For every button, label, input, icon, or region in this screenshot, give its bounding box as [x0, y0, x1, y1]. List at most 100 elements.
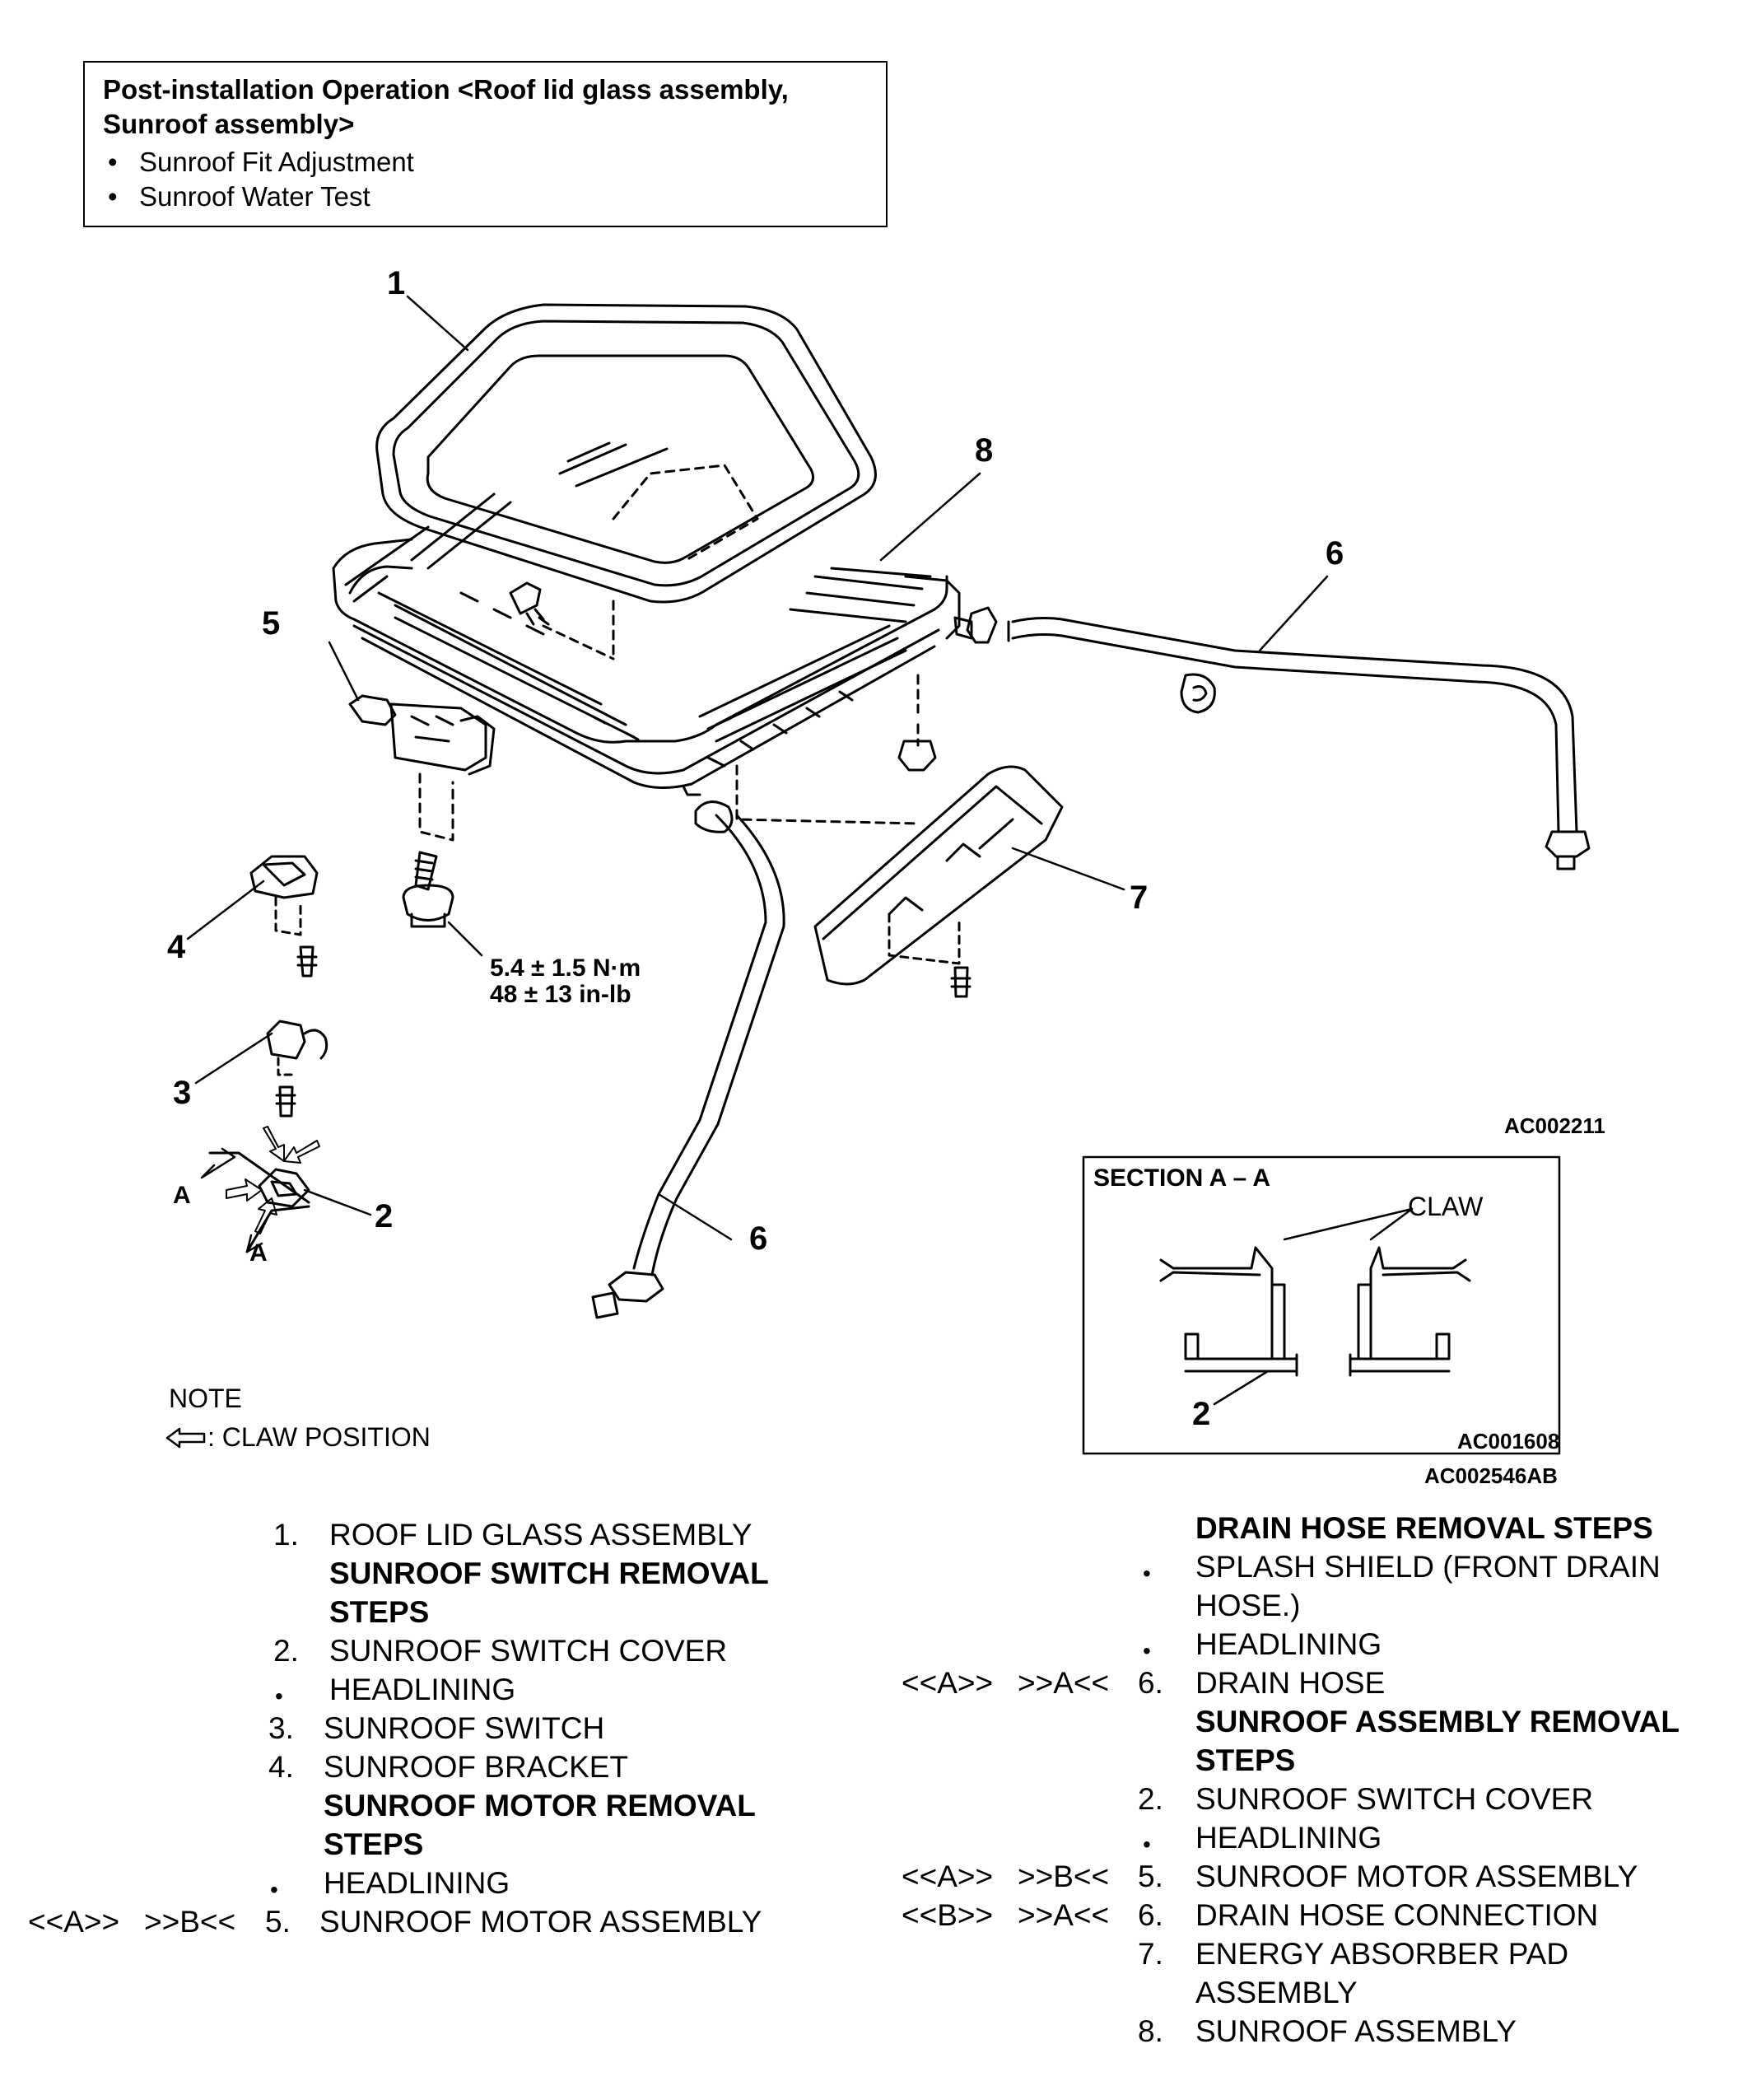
torque-metric: 5.4 ± 1.5 N·m [490, 954, 641, 982]
step-label: ENERGY ABSORBER PAD [1195, 1937, 1569, 1971]
step-row: • HEADLINING [873, 1625, 1737, 1664]
step-number: 3. [268, 1711, 294, 1745]
step-label: SUNROOF MOTOR ASSEMBLY [319, 1905, 762, 1939]
callout-6-rear: 6 [1326, 535, 1344, 572]
post-installation-item: Sunroof Water Test [108, 180, 868, 214]
switch-cover-leader [303, 1188, 372, 1216]
step-row: <<A>> >>B<< 5. SUNROOF MOTOR ASSEMBLY [873, 1857, 1737, 1896]
switch-leader [194, 1032, 273, 1085]
rear-drain-hose [1007, 617, 1591, 870]
section-a-a-inset [1082, 1155, 1561, 1455]
step-label: HEADLINING [1195, 1821, 1382, 1855]
step-row: 7. ENERGY ABSORBER PAD [873, 1934, 1737, 1973]
post-installation-title-2: Sunroof assembly> [103, 109, 355, 139]
note-text: : CLAW POSITION [207, 1422, 431, 1452]
step-heading: SUNROOF MOTOR REMOVAL [0, 1786, 856, 1825]
step-number: 5. [1138, 1860, 1163, 1893]
sunroof-switch [266, 1020, 328, 1118]
post-installation-item: Sunroof Fit Adjustment [108, 145, 868, 180]
sunroof-motor-assembly [348, 694, 496, 928]
callout-6-front: 6 [749, 1220, 768, 1257]
section-callout-2: 2 [1192, 1396, 1211, 1432]
step-number: 6. [1138, 1666, 1163, 1700]
step-row: 4. SUNROOF BRACKET [0, 1748, 856, 1786]
step-heading-text: DRAIN HOSE REMOVAL STEPS [1195, 1511, 1653, 1545]
step-number: 5. [265, 1905, 291, 1939]
bracket-leader [186, 880, 265, 940]
step-row: • HEADLINING [0, 1670, 856, 1709]
torque-spec: 5.4 ± 1.5 N·m 48 ± 13 in-lb [490, 955, 641, 1008]
step-code: >>A<< [1018, 1666, 1110, 1700]
step-heading-text: SUNROOF ASSEMBLY REMOVAL [1195, 1705, 1680, 1738]
callout-8: 8 [975, 432, 994, 469]
step-label: HEADLINING [1195, 1627, 1382, 1661]
post-installation-title-1: Post-installation Operation <Roof lid gl… [103, 74, 789, 105]
step-label: HEADLINING [324, 1866, 510, 1900]
step-heading: DRAIN HOSE REMOVAL STEPS [873, 1509, 1737, 1547]
callout-3: 3 [173, 1075, 192, 1111]
step-number: 1. [273, 1518, 299, 1552]
claw-label: CLAW [1408, 1192, 1484, 1221]
step-code: <<A>> [28, 1905, 120, 1939]
guide-lines [735, 674, 920, 825]
section-marker-a-bottom: A [249, 1239, 268, 1267]
section-title: SECTION A – A [1093, 1164, 1271, 1192]
callout-1: 1 [387, 265, 406, 301]
step-row: 2. SUNROOF SWITCH COVER [873, 1780, 1737, 1818]
front-drain-hose [591, 800, 785, 1319]
right-steps-list: DRAIN HOSE REMOVAL STEPS • SPLASH SHIELD… [873, 1509, 1737, 2051]
figure-code-bottom: AC002546AB [1424, 1463, 1558, 1488]
step-heading: STEPS [0, 1825, 856, 1864]
step-bullet: • [1143, 1638, 1151, 1664]
step-row: 3. SUNROOF SWITCH [0, 1709, 856, 1748]
step-row: 2. SUNROOF SWITCH COVER [0, 1631, 856, 1670]
step-row: <<A>> >>B<< 5. SUNROOF MOTOR ASSEMBLY [0, 1902, 856, 1941]
step-bullet: • [275, 1683, 283, 1709]
frame-leader [879, 472, 981, 562]
post-installation-list: Sunroof Fit Adjustment Sunroof Water Tes… [103, 145, 868, 214]
step-label: SUNROOF ASSEMBLY [1195, 2014, 1517, 2048]
step-code: >>A<< [1018, 1898, 1110, 1932]
step-label: SPLASH SHIELD (FRONT DRAIN [1195, 1550, 1661, 1584]
step-heading: STEPS [0, 1593, 856, 1631]
note-title: NOTE [169, 1384, 242, 1413]
step-number: 2. [1138, 1782, 1163, 1816]
rear-hose-leader [1258, 575, 1329, 652]
step-label: SUNROOF SWITCH [324, 1711, 605, 1745]
claw-position-legend-arrow [165, 1427, 206, 1449]
step-heading-text: STEPS [1195, 1743, 1296, 1777]
step-row: • SPLASH SHIELD (FRONT DRAIN [873, 1547, 1737, 1586]
step-row: • HEADLINING [873, 1818, 1737, 1857]
absorber-leader [1011, 847, 1125, 891]
sunroof-bracket [249, 855, 319, 978]
step-row: 1. ROOF LID GLASS ASSEMBLY [0, 1515, 856, 1554]
hose-clip [953, 606, 998, 644]
step-label: DRAIN HOSE [1195, 1666, 1386, 1700]
step-row: <<A>> >>A<< 6. DRAIN HOSE [873, 1664, 1737, 1702]
callout-2: 2 [375, 1198, 394, 1234]
step-bullet: • [1143, 1561, 1151, 1586]
step-label: ROOF LID GLASS ASSEMBLY [329, 1518, 753, 1552]
glass-leader [406, 295, 469, 352]
step-row: • HEADLINING [0, 1864, 856, 1902]
callout-4: 4 [167, 929, 186, 965]
step-number: 6. [1138, 1898, 1163, 1932]
step-heading-text: SUNROOF MOTOR REMOVAL [324, 1789, 756, 1822]
energy-absorber-pad [813, 765, 1064, 998]
step-code: <<B>> [902, 1898, 994, 1932]
step-label: HOSE.) [1195, 1589, 1301, 1622]
step-number: 2. [273, 1634, 299, 1668]
step-code: >>B<< [1018, 1860, 1110, 1893]
front-hose-leader [657, 1192, 733, 1241]
left-steps-list: 1. ROOF LID GLASS ASSEMBLY SUNROOF SWITC… [0, 1515, 856, 1941]
step-heading: STEPS [873, 1741, 1737, 1780]
step-heading: SUNROOF SWITCH REMOVAL [0, 1554, 856, 1593]
step-label: DRAIN HOSE CONNECTION [1195, 1898, 1599, 1932]
figure-code-main: AC002211 [1504, 1113, 1605, 1138]
post-installation-box: Post-installation Operation <Roof lid gl… [83, 61, 888, 227]
motor-leader [328, 641, 360, 702]
step-label: SUNROOF SWITCH COVER [1195, 1782, 1594, 1816]
section-marker-a-left: A [173, 1182, 191, 1209]
sunroof-exploded-diagram [165, 295, 1591, 1455]
roof-lid-glass-assembly [375, 303, 877, 604]
